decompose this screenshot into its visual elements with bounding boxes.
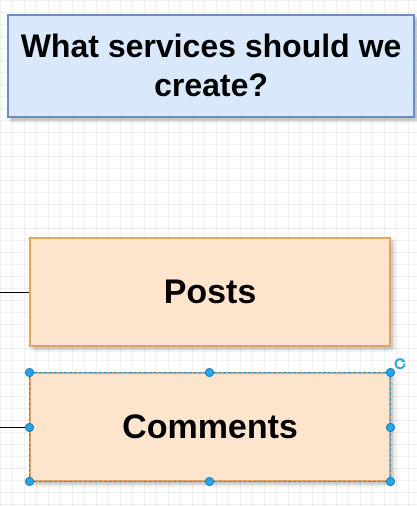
rotate-icon[interactable]: [393, 356, 407, 370]
comments-label: Comments: [122, 407, 298, 446]
resize-handle-bottom-right[interactable]: [386, 477, 395, 486]
posts-service-box[interactable]: Posts: [29, 237, 391, 347]
comments-connector-line[interactable]: [0, 427, 29, 428]
posts-connector-line[interactable]: [0, 292, 29, 293]
resize-handle-top-center[interactable]: [205, 368, 214, 377]
posts-label: Posts: [163, 272, 257, 311]
title-text: What services should we create?: [20, 28, 402, 103]
resize-handle-top-left[interactable]: [25, 368, 34, 377]
resize-handle-bottom-center[interactable]: [205, 477, 214, 486]
resize-handle-middle-right[interactable]: [386, 423, 395, 432]
comments-service-box[interactable]: Comments: [29, 372, 391, 482]
resize-handle-bottom-left[interactable]: [25, 477, 34, 486]
resize-handle-top-right[interactable]: [386, 368, 395, 377]
title-box[interactable]: What services should we create?: [7, 14, 415, 118]
resize-handle-middle-left[interactable]: [25, 423, 34, 432]
